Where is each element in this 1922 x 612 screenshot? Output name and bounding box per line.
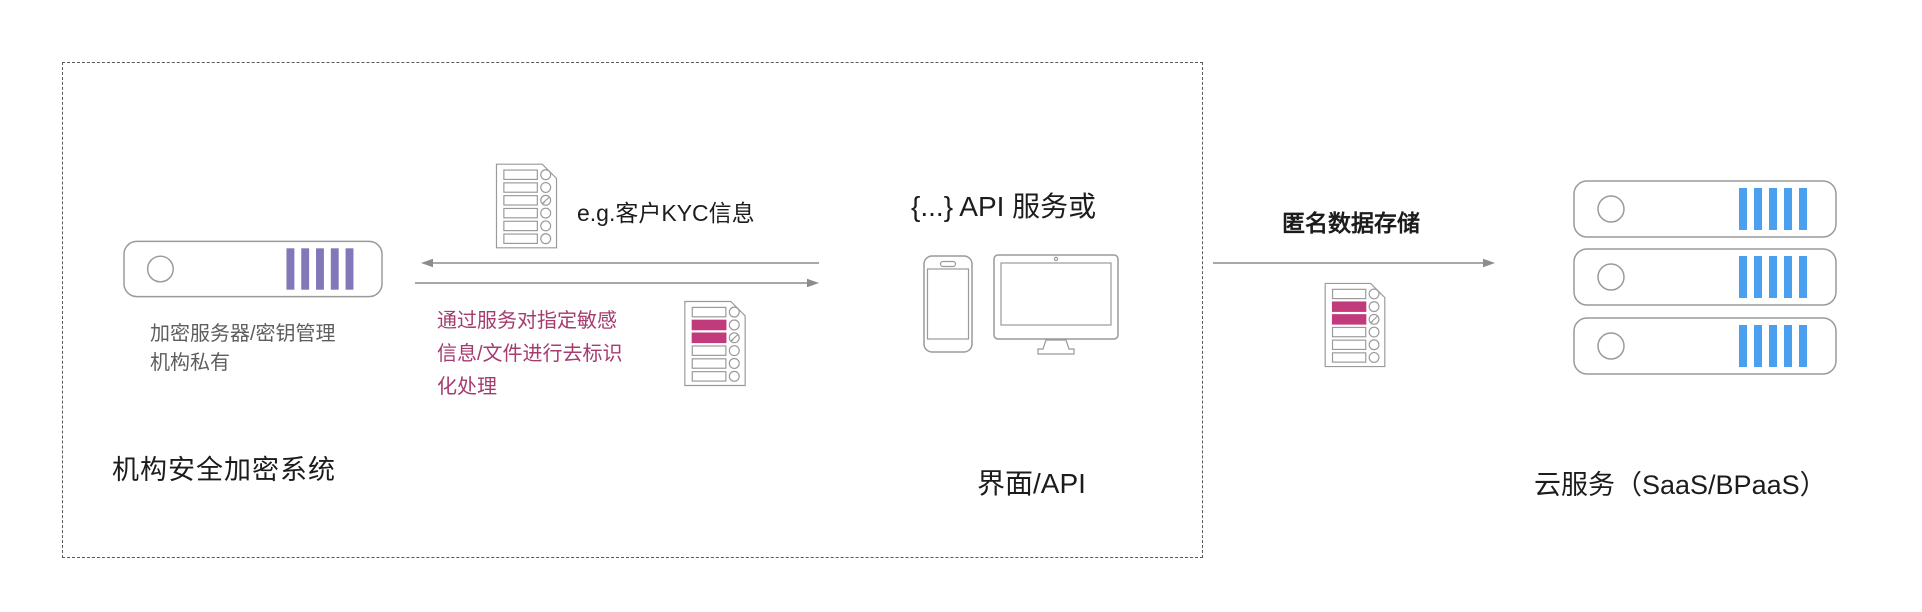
cloud-service-caption: 云服务（SaaS/BPaaS）	[1534, 470, 1827, 500]
storage-arrow-icon	[1213, 258, 1495, 268]
institution-boundary-box	[62, 62, 1203, 558]
encryption-server-icon	[123, 240, 383, 303]
smartphone-icon	[923, 255, 973, 358]
arrow-left-icon	[421, 258, 819, 268]
deidentify-note: 通过服务对指定敏感 信息/文件进行去标识 化处理	[437, 305, 623, 404]
arrow-right-icon	[415, 278, 819, 288]
cloud-server-icon-1	[1573, 180, 1837, 243]
encryption-server-caption: 加密服务器/密钥管理 机构私有	[150, 320, 336, 378]
interface-api-caption: 界面/API	[977, 468, 1086, 499]
deidentify-note-line1: 通过服务对指定敏感	[437, 310, 617, 332]
enclosure-title: 机构安全加密系统	[112, 455, 336, 485]
encryption-server-caption-line2: 机构私有	[150, 352, 230, 374]
deidentified-document-icon	[683, 300, 747, 392]
cloud-server-icon-3	[1573, 317, 1837, 380]
api-service-heading: {...} API 服务或	[911, 191, 1097, 222]
kyc-info-label: e.g.客户KYC信息	[577, 200, 755, 226]
anonymized-document-icon	[1323, 282, 1387, 373]
monitor-icon	[993, 254, 1119, 361]
encryption-server-caption-line1: 加密服务器/密钥管理	[150, 323, 336, 345]
document-icon	[495, 162, 558, 255]
deidentify-note-line3: 化处理	[437, 376, 497, 398]
cloud-server-icon-2	[1573, 248, 1837, 311]
storage-flow-label: 匿名数据存储	[1282, 210, 1420, 236]
deidentify-note-line2: 信息/文件进行去标识	[437, 343, 623, 365]
